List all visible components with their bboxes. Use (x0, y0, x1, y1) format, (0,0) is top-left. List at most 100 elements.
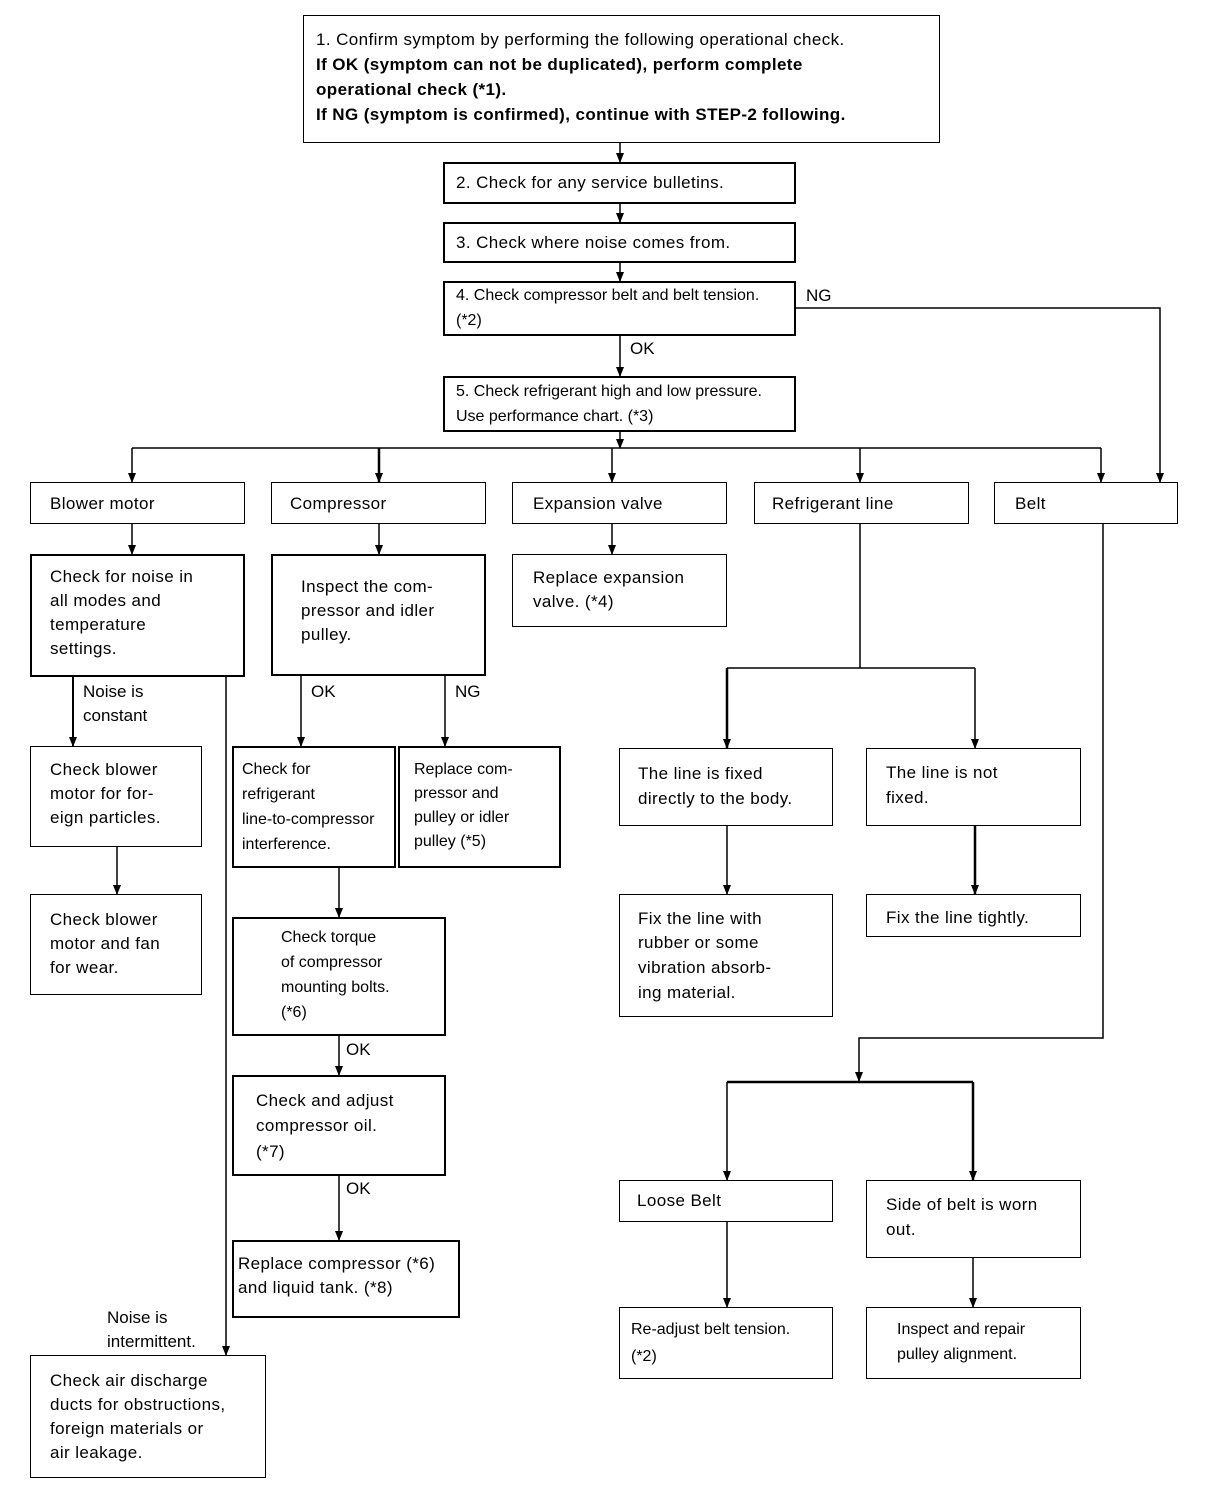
arrow-step4-ng-belt (796, 307, 1164, 483)
blower-check-noise-line-3: temperature (50, 615, 147, 634)
arrow-belt-down (855, 524, 1104, 1082)
step-4-line-1: 4. Check compressor belt and belt tensio… (456, 287, 760, 304)
belt-worn-box (866, 1180, 1081, 1258)
step-2-text: 2. Check for any service bulletins. (456, 173, 725, 192)
compressor-replace-tank-box (232, 1240, 460, 1318)
category-refrigerant-line (754, 482, 969, 524)
step-4-ok-label: OK (630, 339, 655, 358)
step-3-text: 3. Check where noise comes from. (456, 233, 731, 252)
category-compressor (271, 482, 486, 524)
blower-wear-box (30, 894, 202, 995)
noise-intermittent-label-1: Noise is (107, 1308, 168, 1327)
expansion-replace-box (512, 554, 727, 627)
compressor-replace-pulley-line-4: pulley (*5) (414, 833, 487, 850)
refrigerant-not-fixed-line-2: fixed. (886, 788, 930, 807)
compressor-inspect-ok-label: OK (311, 682, 336, 701)
refrigerant-not-fixed-line-1: The line is not (886, 763, 998, 782)
step-1-line-3: operational check (*1). (316, 80, 507, 99)
compressor-replace-pulley-line-1: Replace com- (414, 761, 513, 778)
blower-check-noise-line-1: Check for noise in (50, 567, 194, 586)
category-expansion-valve-label: Expansion valve (533, 494, 663, 513)
category-blower-motor-label: Blower motor (50, 494, 155, 513)
compressor-inspect-line-1: Inspect the com- (301, 577, 434, 596)
refrigerant-fix-rubber-line-4: ing material. (638, 983, 736, 1002)
step-1-line-2: If OK (symptom can not be duplicated), p… (316, 55, 803, 74)
step-4-ng-label: NG (806, 286, 832, 305)
refrigerant-fixed-box (619, 748, 833, 826)
belt-readjust-box (619, 1307, 833, 1379)
compressor-interference-line-2: refrigerant (242, 786, 315, 803)
belt-worn-line-1: Side of belt is worn (886, 1195, 1038, 1214)
noise-constant-label-1: Noise is (83, 682, 144, 701)
step-2-box (443, 162, 796, 204)
blower-foreign-line-2: motor for for- (50, 784, 154, 803)
compressor-torque-line-4: (*6) (281, 1004, 307, 1021)
refrigerant-not-fixed-box (866, 748, 1081, 826)
category-compressor-label: Compressor (290, 494, 387, 513)
blower-wear-line-1: Check blower (50, 910, 158, 929)
refrigerant-fix-rubber-box (619, 894, 833, 1017)
compressor-inspect-line-3: pulley. (301, 625, 352, 644)
step-1-line-1: 1. Confirm symptom by performing the fol… (316, 30, 845, 49)
blower-ducts-line-3: foreign materials or (50, 1419, 204, 1438)
step-1-line-4: If NG (symptom is confirmed), continue w… (316, 105, 846, 124)
compressor-inspect-ng-label: NG (455, 682, 481, 701)
compressor-interference-box (232, 746, 396, 868)
compressor-torque-box (232, 917, 446, 1036)
blower-ducts-line-2: ducts for obstructions, (50, 1395, 226, 1414)
step-5-line-1: 5. Check refrigerant high and low pressu… (456, 383, 762, 400)
refrigerant-fix-rubber-line-2: rubber or some (638, 933, 759, 952)
category-blower-motor (30, 482, 245, 524)
compressor-oil-box (232, 1075, 446, 1176)
belt-readjust-line-1: Re-adjust belt tension. (631, 1321, 791, 1338)
belt-loose-box (619, 1180, 833, 1222)
compressor-interference-line-1: Check for (242, 761, 311, 778)
blower-foreign-line-1: Check blower (50, 760, 158, 779)
belt-inspect-pulley-box (866, 1307, 1081, 1379)
compressor-replace-pulley-box (398, 746, 561, 868)
category-belt (994, 482, 1178, 524)
category-expansion-valve (512, 482, 727, 524)
blower-check-noise-line-2: all modes and (50, 591, 162, 610)
compressor-replace-tank-line-2: and liquid tank. (*8) (238, 1278, 393, 1297)
compressor-inspect-line-2: pressor and idler (301, 601, 435, 620)
blower-ducts-line-4: air leakage. (50, 1443, 143, 1462)
compressor-interference-line-4: interference. (242, 836, 331, 853)
step-1-box (303, 15, 940, 143)
compressor-oil-line-1: Check and adjust (256, 1091, 394, 1110)
blower-foreign-particles-box (30, 746, 202, 847)
blower-air-ducts-box (30, 1355, 266, 1478)
category-belt-label: Belt (1015, 494, 1046, 513)
noise-constant-label-2: constant (83, 706, 148, 725)
expansion-replace-line-1: Replace expansion (533, 568, 685, 587)
refrigerant-fix-rubber-line-1: Fix the line with (638, 909, 762, 928)
noise-intermittent-label-2: intermittent. (107, 1332, 196, 1351)
belt-inspect-pulley-line-2: pulley alignment. (897, 1346, 1018, 1363)
belt-readjust-line-2: (*2) (631, 1348, 657, 1365)
step-4-box (443, 281, 796, 336)
compressor-inspect-box (271, 554, 486, 676)
blower-wear-line-2: motor and fan (50, 934, 161, 953)
step-4-line-2: (*2) (456, 312, 482, 329)
refrigerant-fix-tight-text: Fix the line tightly. (886, 908, 1030, 927)
refrigerant-fixed-line-2: directly to the body. (638, 789, 793, 808)
compressor-replace-pulley-line-2: pressor and (414, 785, 499, 802)
refrigerant-fix-tight-box (866, 894, 1081, 937)
compressor-torque-line-2: of compressor (281, 954, 383, 971)
compressor-torque-line-3: mounting bolts. (281, 979, 390, 996)
compressor-replace-pulley-line-3: pulley or idler (414, 809, 510, 826)
step-5-box (443, 376, 796, 432)
blower-wear-line-3: for wear. (50, 958, 119, 977)
compressor-replace-tank-line-1: Replace compressor (*6) (238, 1254, 436, 1273)
blower-ducts-line-1: Check air discharge (50, 1371, 208, 1390)
blower-check-noise-box (30, 554, 245, 677)
belt-loose-text: Loose Belt (637, 1191, 722, 1210)
compressor-interference-line-3: line-to-compressor (242, 811, 375, 828)
category-refrigerant-line-label: Refrigerant line (772, 494, 894, 513)
compressor-oil-line-3: (*7) (256, 1142, 285, 1161)
compressor-torque-line-1: Check torque (281, 929, 377, 946)
step-5-line-2: Use performance chart. (*3) (456, 408, 654, 425)
compressor-oil-line-2: compressor oil. (256, 1116, 378, 1135)
